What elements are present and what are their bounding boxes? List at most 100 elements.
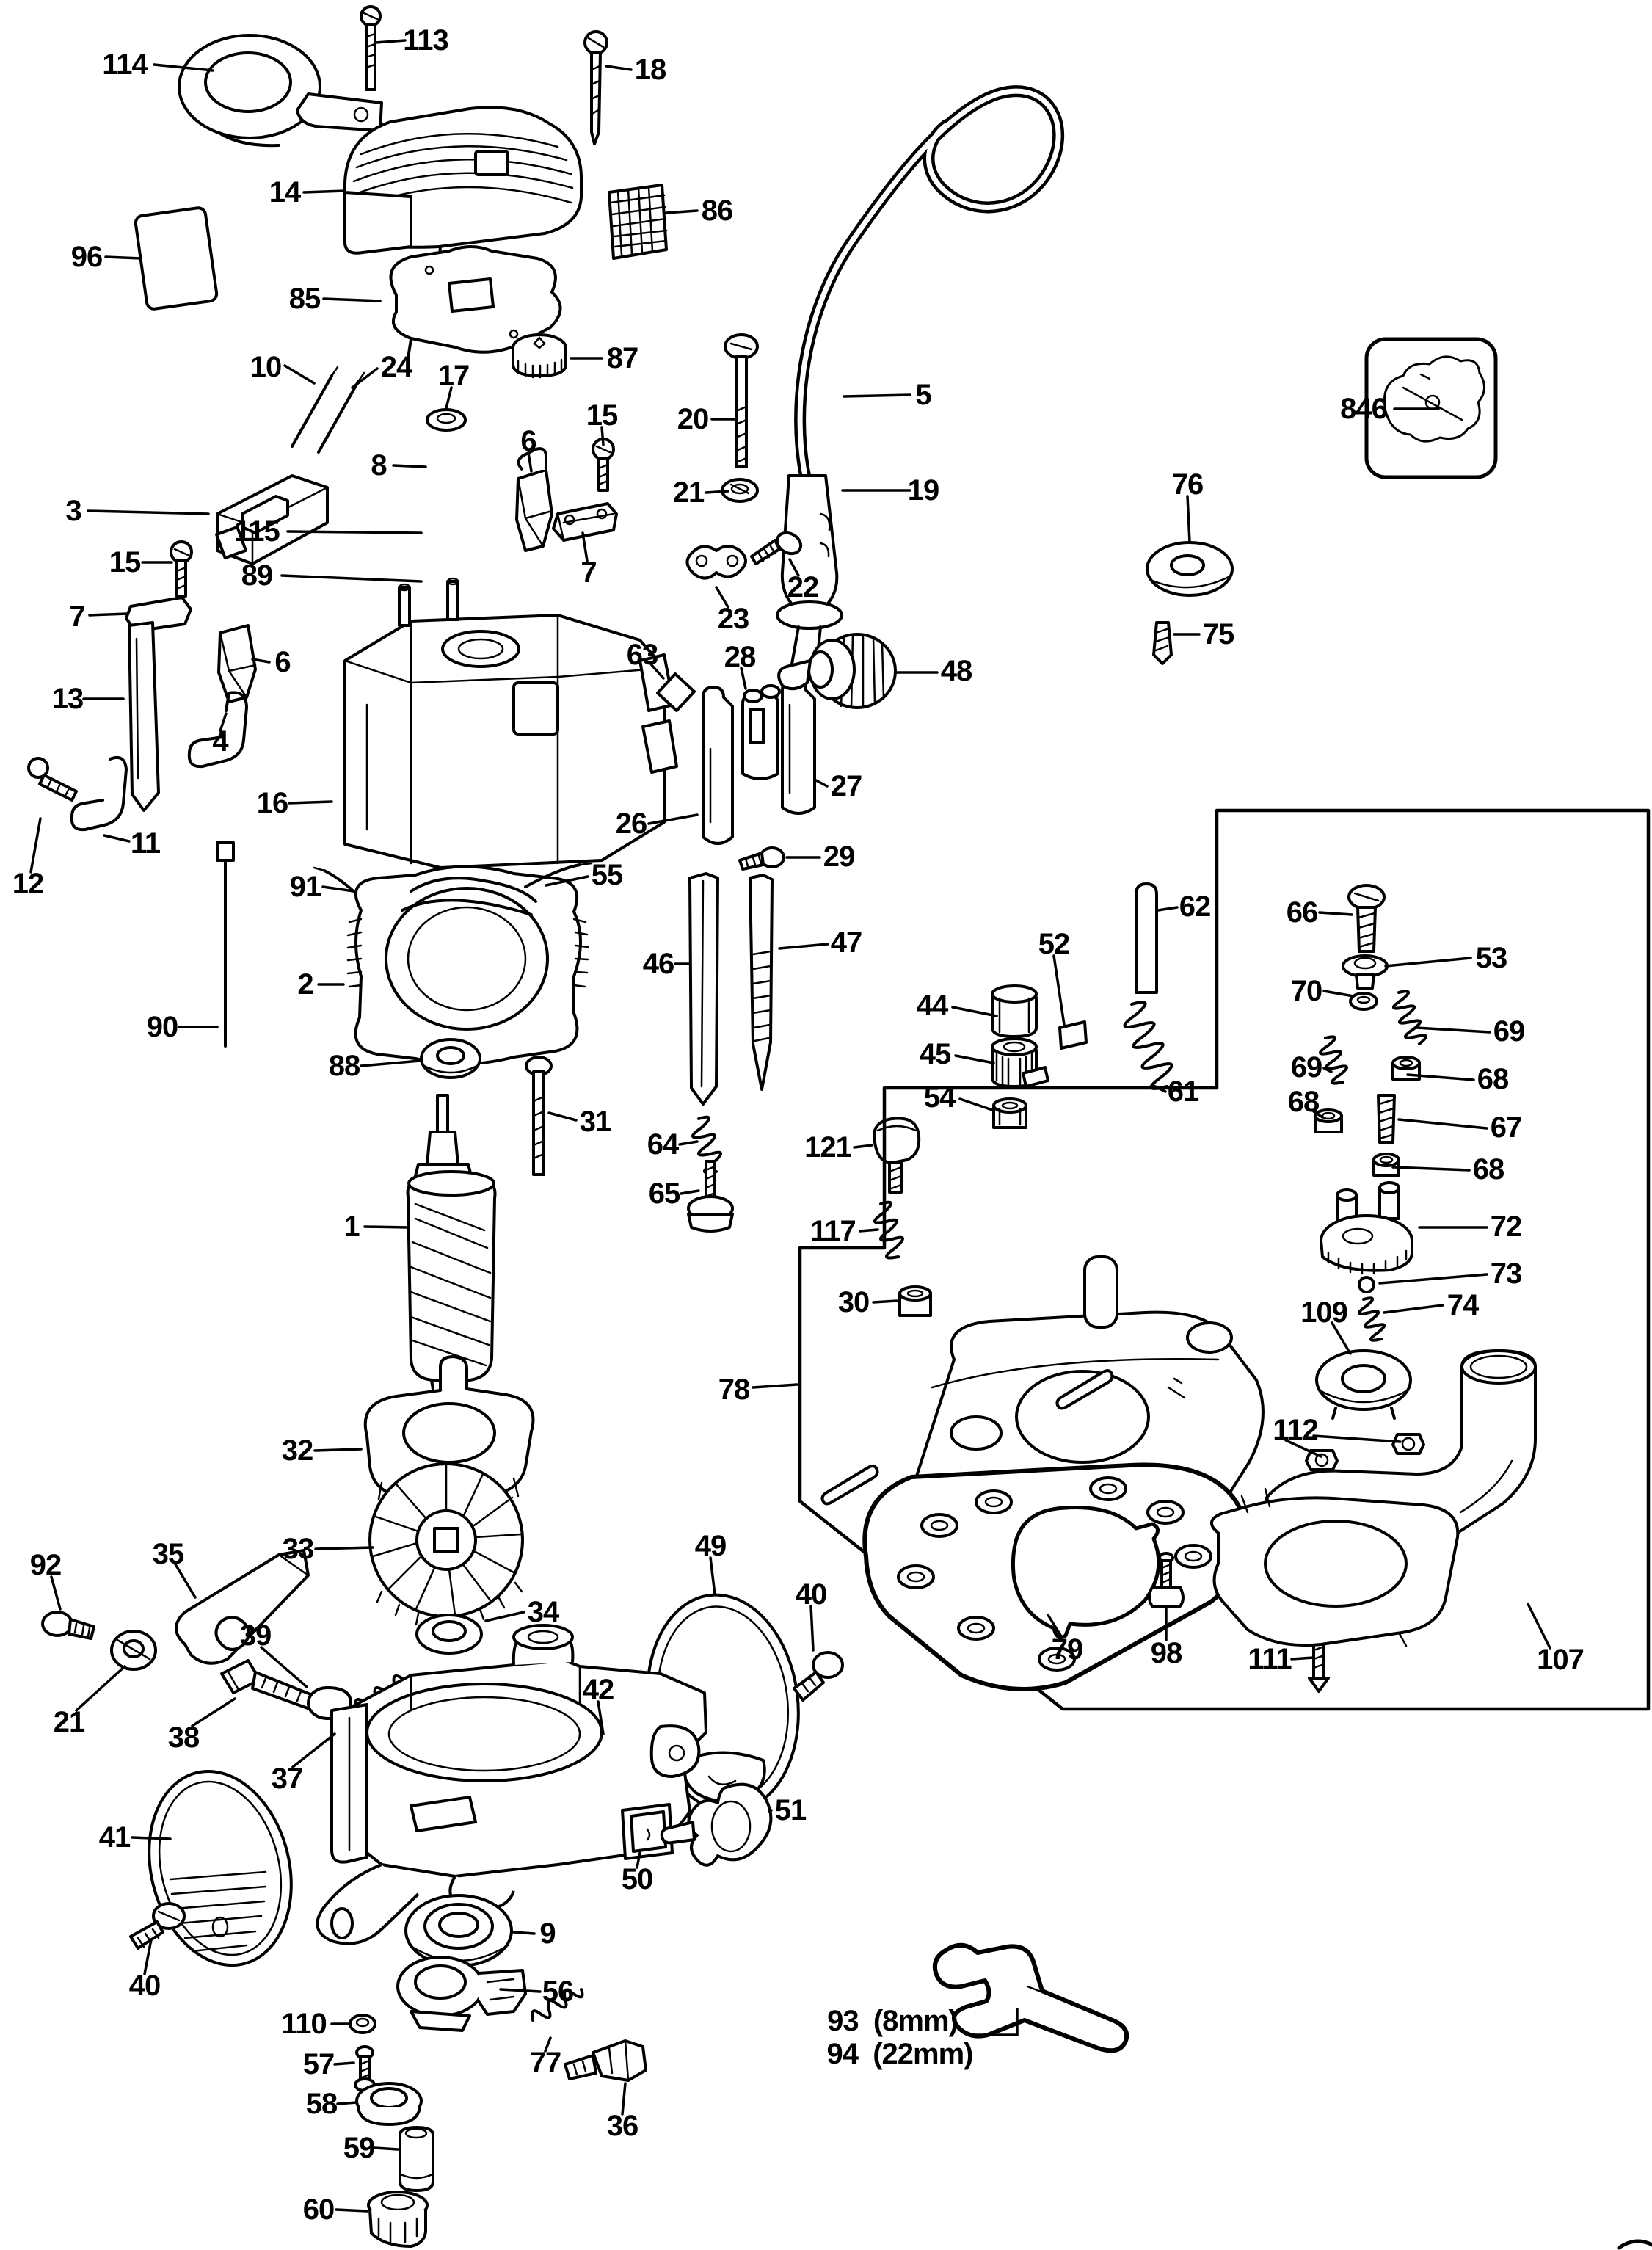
leader-line-112 — [1284, 1439, 1322, 1458]
screw-20-part — [724, 333, 759, 468]
part-label-18: 18 — [634, 54, 666, 86]
part-label-113: 113 — [403, 24, 449, 57]
part-label-64: 64 — [647, 1128, 679, 1161]
part-label-30: 30 — [837, 1286, 870, 1318]
part-label-58: 58 — [305, 2088, 338, 2120]
part-label-67: 67 — [1490, 1111, 1522, 1144]
leader-line-9 — [512, 1931, 536, 1935]
part-label-47: 47 — [830, 926, 862, 959]
part-label-69b: 69 — [1290, 1051, 1322, 1084]
cam-disc-76-part — [1146, 541, 1234, 597]
dust-shoe-part — [1210, 1487, 1460, 1647]
part-label-90: 90 — [146, 1011, 178, 1043]
part-label-63: 63 — [626, 639, 658, 671]
part-label-34: 34 — [527, 1596, 559, 1628]
bearing-retainer-56-part — [396, 1956, 527, 2032]
leader-line-68a — [1406, 1073, 1475, 1081]
leader-line-62 — [1157, 906, 1179, 912]
screw-40a-part — [793, 1651, 844, 1702]
leader-line-85 — [322, 297, 382, 302]
leader-line-88 — [360, 1059, 421, 1067]
part-label-60: 60 — [302, 2193, 335, 2226]
part-label-69a: 69 — [1493, 1015, 1525, 1048]
part-label-74: 74 — [1447, 1289, 1479, 1321]
part-label-13: 13 — [51, 683, 84, 715]
leader-line-6b — [251, 658, 271, 664]
leader-line-26 — [647, 813, 699, 825]
adjuster-turret-72-part — [1320, 1181, 1413, 1275]
leader-line-114 — [153, 63, 214, 72]
part-label-6b: 6 — [274, 646, 291, 678]
leader-line-54 — [958, 1097, 994, 1111]
column-pin-62-part — [1135, 882, 1158, 994]
leader-line-45 — [954, 1054, 995, 1064]
leader-line-16 — [288, 800, 333, 805]
screw-31-part — [525, 1056, 553, 1176]
brush-cap-7a-part — [552, 502, 618, 542]
part-label-8: 8 — [371, 449, 387, 482]
wing-knob-51-part — [660, 1782, 773, 1867]
screw-15a-part — [170, 540, 193, 598]
part-label-57: 57 — [302, 2048, 335, 2080]
leader-line-53 — [1384, 957, 1472, 968]
part-label-73: 73 — [1490, 1258, 1522, 1290]
part-label-15b: 15 — [586, 399, 618, 432]
nut-68b-part — [1314, 1108, 1343, 1133]
column-tube-26-part — [702, 686, 734, 845]
leader-line-92 — [50, 1575, 62, 1611]
part-label-78: 78 — [718, 1373, 750, 1406]
shim-63-part — [656, 672, 696, 712]
bearing-9-part — [404, 1894, 513, 1967]
nut-112a-part — [1305, 1449, 1339, 1471]
part-label-49: 49 — [694, 1530, 727, 1562]
part-label-112: 112 — [1273, 1414, 1319, 1446]
leader-line-32 — [313, 1448, 363, 1452]
leader-line-37 — [291, 1732, 336, 1768]
leader-line-50 — [636, 1851, 641, 1869]
leader-line-66 — [1318, 911, 1353, 916]
leader-line-121 — [853, 1144, 873, 1149]
fan-33-part — [368, 1462, 524, 1630]
label-plate-96-part — [134, 206, 219, 311]
part-label-7a: 7 — [581, 556, 597, 589]
wrench-93-94-part — [932, 1943, 1129, 2053]
dowel-pin-b — [1055, 1369, 1114, 1410]
part-label-11: 11 — [130, 827, 161, 860]
part-label-109: 109 — [1300, 1296, 1348, 1329]
part-label-52: 52 — [1038, 928, 1070, 960]
leader-line-35 — [174, 1563, 197, 1599]
part-label-88: 88 — [328, 1050, 360, 1082]
leader-line-44 — [951, 1006, 998, 1017]
vent-grid-86-part — [608, 184, 668, 260]
spacer-tube-59-part — [399, 2126, 434, 2192]
leader-line-61 — [1151, 1084, 1167, 1093]
part-label-42: 42 — [582, 1674, 614, 1706]
leader-line-51 — [768, 1809, 773, 1813]
field-stator-2-part — [346, 865, 589, 1066]
screw-66-part — [1347, 884, 1386, 953]
part-label-121: 121 — [804, 1131, 852, 1164]
part-label-23: 23 — [717, 603, 749, 635]
part-label-110: 110 — [281, 2008, 327, 2040]
leader-line-55 — [545, 875, 589, 887]
part-label-2: 2 — [297, 968, 313, 1001]
leader-line-40b — [143, 1938, 153, 1975]
part-label-6a: 6 — [520, 425, 536, 457]
part-label-10: 10 — [250, 351, 282, 383]
gasket-79-part — [862, 1462, 1248, 1691]
part-label-44: 44 — [916, 990, 948, 1022]
adjusting-knob-87-part — [512, 333, 567, 379]
leader-line-5 — [843, 393, 911, 398]
leader-line-17 — [445, 386, 453, 410]
leader-lines — [29, 39, 1551, 2213]
leader-line-21a — [705, 490, 729, 494]
leader-line-113 — [374, 39, 407, 44]
part-label-70: 70 — [1290, 975, 1322, 1007]
spring-69a-part — [1392, 990, 1427, 1045]
leader-line-68c — [1391, 1166, 1471, 1172]
part-label-65: 65 — [648, 1177, 680, 1210]
collet-nut-60-part — [367, 2191, 429, 2248]
bearing-88-part — [420, 1038, 481, 1079]
part-label-16: 16 — [256, 787, 288, 819]
